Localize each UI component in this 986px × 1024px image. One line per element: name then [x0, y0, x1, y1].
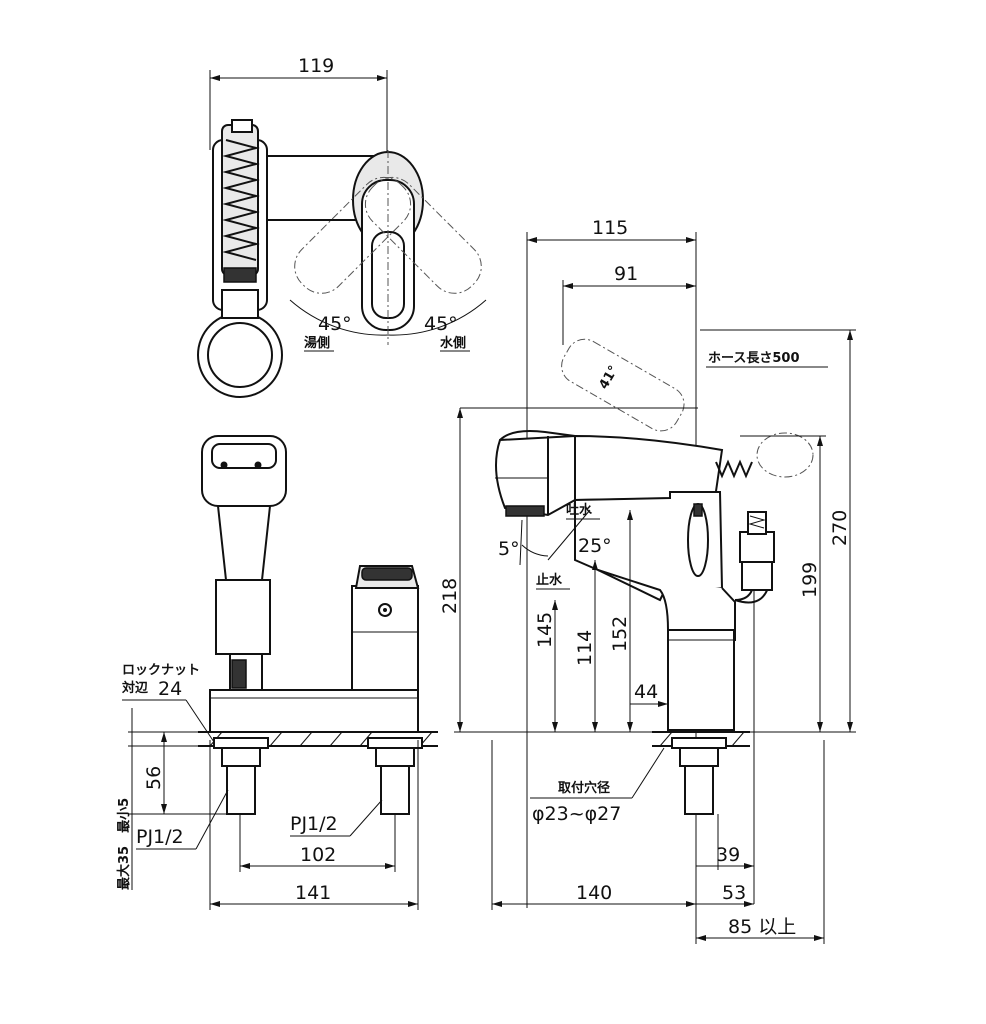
hose-spring-icon: [222, 139, 260, 261]
pj-right-label: PJ1/2: [290, 813, 338, 835]
hose-angle-label: 41°: [596, 363, 621, 392]
dim-115: 115: [592, 217, 628, 239]
mount-hole-title: 取付穴径: [558, 780, 610, 796]
spring-icon: [715, 459, 753, 479]
dim-56: 56: [143, 766, 165, 790]
across-flats-label: 対辺: [121, 680, 148, 696]
side-view: 115 91 41°: [439, 217, 856, 944]
spout-water-label: 吐水: [566, 502, 593, 518]
dim-140: 140: [576, 882, 612, 904]
dim-145: 145: [534, 612, 556, 648]
dim-114: 114: [574, 630, 596, 666]
angle-25-label: 25°: [578, 535, 612, 557]
hot-side-label: 湯側: [304, 335, 330, 351]
dim-53: 53: [722, 882, 746, 904]
dim-39: 39: [716, 844, 740, 866]
locknut-label: ロックナット: [122, 663, 200, 678]
pj-left-label: PJ1/2: [136, 826, 184, 848]
top-view: 119 45° 45° 湯側 水側: [197, 55, 487, 398]
mount-hole-size: φ23~φ27: [532, 803, 621, 825]
dim-85: 85 以上: [728, 916, 796, 938]
dim-102: 102: [300, 844, 336, 866]
dim-119: 119: [298, 55, 334, 77]
dim-locknut-24: 24: [158, 678, 182, 700]
dim-152: 152: [609, 616, 631, 652]
angle-5-label: 5°: [498, 538, 520, 560]
max-min-label: 最大35 最小5: [116, 798, 132, 890]
dim-44: 44: [634, 681, 658, 703]
dim-91: 91: [614, 263, 638, 285]
angle-right-label: 45°: [424, 313, 458, 335]
stop-water-label: 止水: [536, 572, 563, 588]
cold-side-label: 水側: [440, 335, 466, 351]
front-view: 102 141 56 最大35 最小5 ロックナット 対辺 24 PJ1/2 P…: [116, 435, 438, 910]
hose-length-label: ホース長さ500: [708, 351, 800, 366]
dim-270: 270: [829, 510, 851, 546]
dim-199: 199: [799, 562, 821, 598]
dim-218: 218: [439, 578, 461, 614]
angle-left-label: 45°: [318, 313, 352, 335]
dim-141: 141: [295, 882, 331, 904]
